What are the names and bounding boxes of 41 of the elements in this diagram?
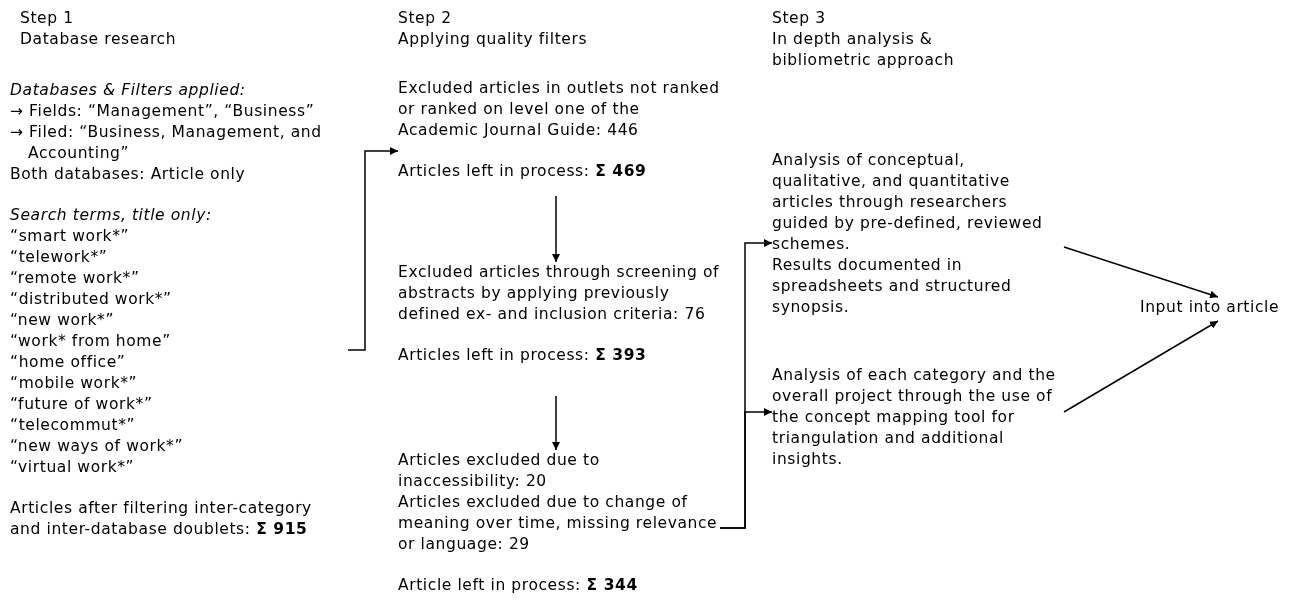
search-term: “new work*” <box>10 310 116 331</box>
search-term: “telework*” <box>10 247 109 268</box>
search-term: “smart work*” <box>10 226 131 247</box>
search-term: “new ways of work*” <box>10 436 185 457</box>
process-note: Articles excluded due to inaccessibility: 20 <box>398 450 601 492</box>
search-term: “telecommut*” <box>10 415 137 436</box>
process-note: Analysis of each category and the overall project through the use of the concept mapping tool for triangulation and additional insights. <box>772 365 1057 470</box>
search-term: “mobile work*” <box>10 373 139 394</box>
search-term: “future of work*” <box>10 394 154 415</box>
process-note: Results documented in spreadsheets and structured synopsis. <box>772 255 1013 318</box>
process-note: Analysis of conceptual, qualitative, and quantitative articles through researchers guided by pre-defined, reviewed schemes. <box>772 150 1044 255</box>
step-title: Database research <box>20 29 178 50</box>
step-title: Applying quality filters <box>398 29 589 50</box>
process-note: Articles left in process: Σ 393 <box>398 345 648 366</box>
search-term: “virtual work*” <box>10 457 136 478</box>
filter-note: → Fields: “Management”, “Business” <box>10 101 316 122</box>
section-heading: Databases & Filters applied: <box>10 80 247 101</box>
process-note: Excluded articles through screening of abstracts by applying previously defined ex- and inclusion criteria: 76 <box>398 262 720 325</box>
search-term: “distributed work*” <box>10 289 173 310</box>
step-number: Step 2 <box>398 8 453 29</box>
arrow <box>719 408 773 529</box>
arrow <box>1063 246 1219 299</box>
process-note: Articles excluded due to change of meaning over time, missing relevance or language: 29 <box>398 492 719 555</box>
process-note: Excluded articles in outlets not ranked or ranked on level one of the Academic Journal Guide: 446 <box>398 78 720 141</box>
step-number: Step 3 <box>772 8 827 29</box>
step-number: Step 1 <box>20 8 75 29</box>
process-note: Article left in process: Σ 344 <box>398 575 639 596</box>
section-heading: Search terms, title only: <box>10 205 213 226</box>
search-term: “remote work*” <box>10 268 141 289</box>
filter-note: Both databases: Article only <box>10 164 247 185</box>
arrow <box>552 395 560 451</box>
arrow <box>552 195 560 263</box>
arrow <box>347 147 399 351</box>
process-note: Input into article <box>1140 297 1281 318</box>
step-title: In depth analysis & bibliometric approach <box>772 29 956 71</box>
filter-note: → Filed: “Business, Management, and Accounting” <box>10 122 323 164</box>
process-note: Articles left in process: Σ 469 <box>398 161 648 182</box>
search-term: “home office” <box>10 352 127 373</box>
arrow <box>1063 320 1219 413</box>
result-note: Articles after filtering inter-category and inter-database doublets: Σ 915 <box>10 498 313 540</box>
search-term: “work* from home” <box>10 331 172 352</box>
